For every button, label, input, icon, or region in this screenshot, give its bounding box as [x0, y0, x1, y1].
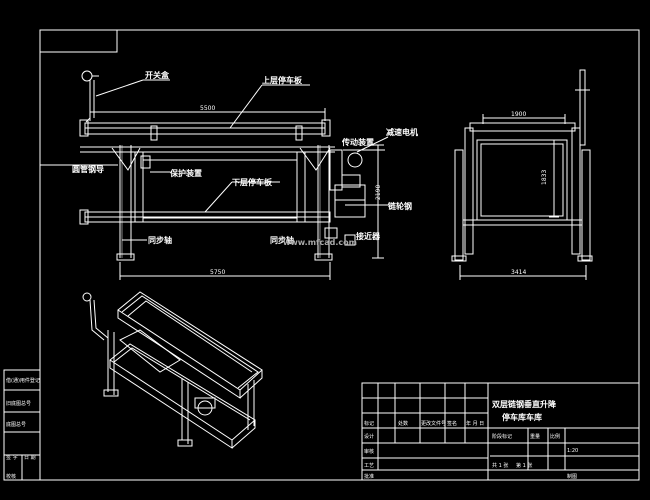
- dim-front-top: 5500: [200, 105, 215, 112]
- dim-front-bottom: 5750: [210, 269, 225, 276]
- tb-col-date: 年 月 日: [466, 420, 484, 427]
- dim-side-height: 1833: [541, 170, 548, 185]
- callout-transmission: 传动装置: [341, 137, 374, 147]
- reduction-motor: [347, 152, 363, 168]
- watermark: www.mfcad.com: [283, 238, 357, 247]
- callout-reduction-motor: 减速电机: [386, 127, 418, 137]
- side-title-block: [3, 369, 41, 481]
- side-row-4b: 日 期: [24, 455, 36, 461]
- callout-protection: 保护装置: [169, 168, 202, 178]
- tb-col-count: 处数: [398, 420, 408, 427]
- tb-col-file: 更改文件号: [421, 420, 446, 427]
- tb-sheet-no: 第 1 张: [516, 462, 532, 469]
- tb-stage-label: 阶段标记: [492, 433, 512, 440]
- tb-bottom-right: 制图: [567, 473, 577, 480]
- callout-chain-wheel: 链轮钢: [388, 201, 412, 211]
- side-row-2: 旧底图总号: [6, 400, 31, 407]
- transmission-unit: [329, 149, 343, 191]
- callout-bottom-right: 接近器: [356, 231, 381, 241]
- callout-upper-plate: 上层停车板: [262, 75, 303, 85]
- side-row-3: 底图总号: [6, 421, 26, 428]
- title-block-text: 双层链钢垂直升降 停车库车库 标记 处数 更改文件号 签名 年 月 日 设计 审…: [6, 399, 578, 480]
- side-view: [451, 69, 593, 280]
- drawing-title-line2: 停车库车库: [502, 412, 542, 422]
- callout-sync-shaft: 同步轴: [148, 235, 172, 245]
- drawing-title-line1: 双层链钢垂直升降: [492, 399, 557, 409]
- title-block: [361, 382, 640, 481]
- tb-scale-label: 比例: [550, 433, 560, 440]
- tb-row-process: 工艺: [364, 463, 374, 469]
- dim-side-bottom: 3414: [511, 269, 526, 276]
- tb-scale-value: 1:20: [567, 448, 578, 454]
- tb-row-design: 设计: [364, 433, 374, 440]
- tb-col-sign: 签名: [447, 420, 457, 427]
- corner-code-box: [39, 29, 118, 53]
- isometric-view: [82, 291, 263, 449]
- callout-tube-guide: 圆管钢导: [72, 164, 104, 174]
- side-title-block-text: 借(通)用件登记 旧底图总号 底图总号 签 字 日 期: [6, 377, 40, 461]
- callout-bottom-left: 同步轴: [270, 235, 294, 245]
- dim-side-top: 1900: [511, 111, 526, 118]
- tb-col-mark: 标记: [364, 420, 374, 427]
- proximity-sensor: [344, 234, 356, 246]
- side-row-4a: 签 字: [6, 454, 18, 461]
- tb-row-check: 审核: [364, 448, 374, 455]
- front-view-labels: 开关盒 上层停车板 传动装置 减速电机 圆管钢导 保护装置 下层停车板 链轮钢 …: [72, 70, 418, 276]
- side-view-labels: 1900 1833 3414: [511, 111, 548, 276]
- side-row-1: 借(通)用件登记: [6, 377, 40, 384]
- tb-sheets-total: 共 1 张: [492, 462, 508, 469]
- tb-bottom-left: 校核: [6, 473, 16, 480]
- callout-switch-box: 开关盒: [145, 70, 170, 80]
- tb-row-approve: 批准: [364, 473, 374, 480]
- dim-front-height: 2190: [375, 185, 382, 200]
- tb-weight-label: 重量: [530, 433, 540, 440]
- front-view: [40, 70, 392, 280]
- callout-lower-plate: 下层停车板: [232, 177, 273, 187]
- side-switch-pipe: [579, 69, 586, 146]
